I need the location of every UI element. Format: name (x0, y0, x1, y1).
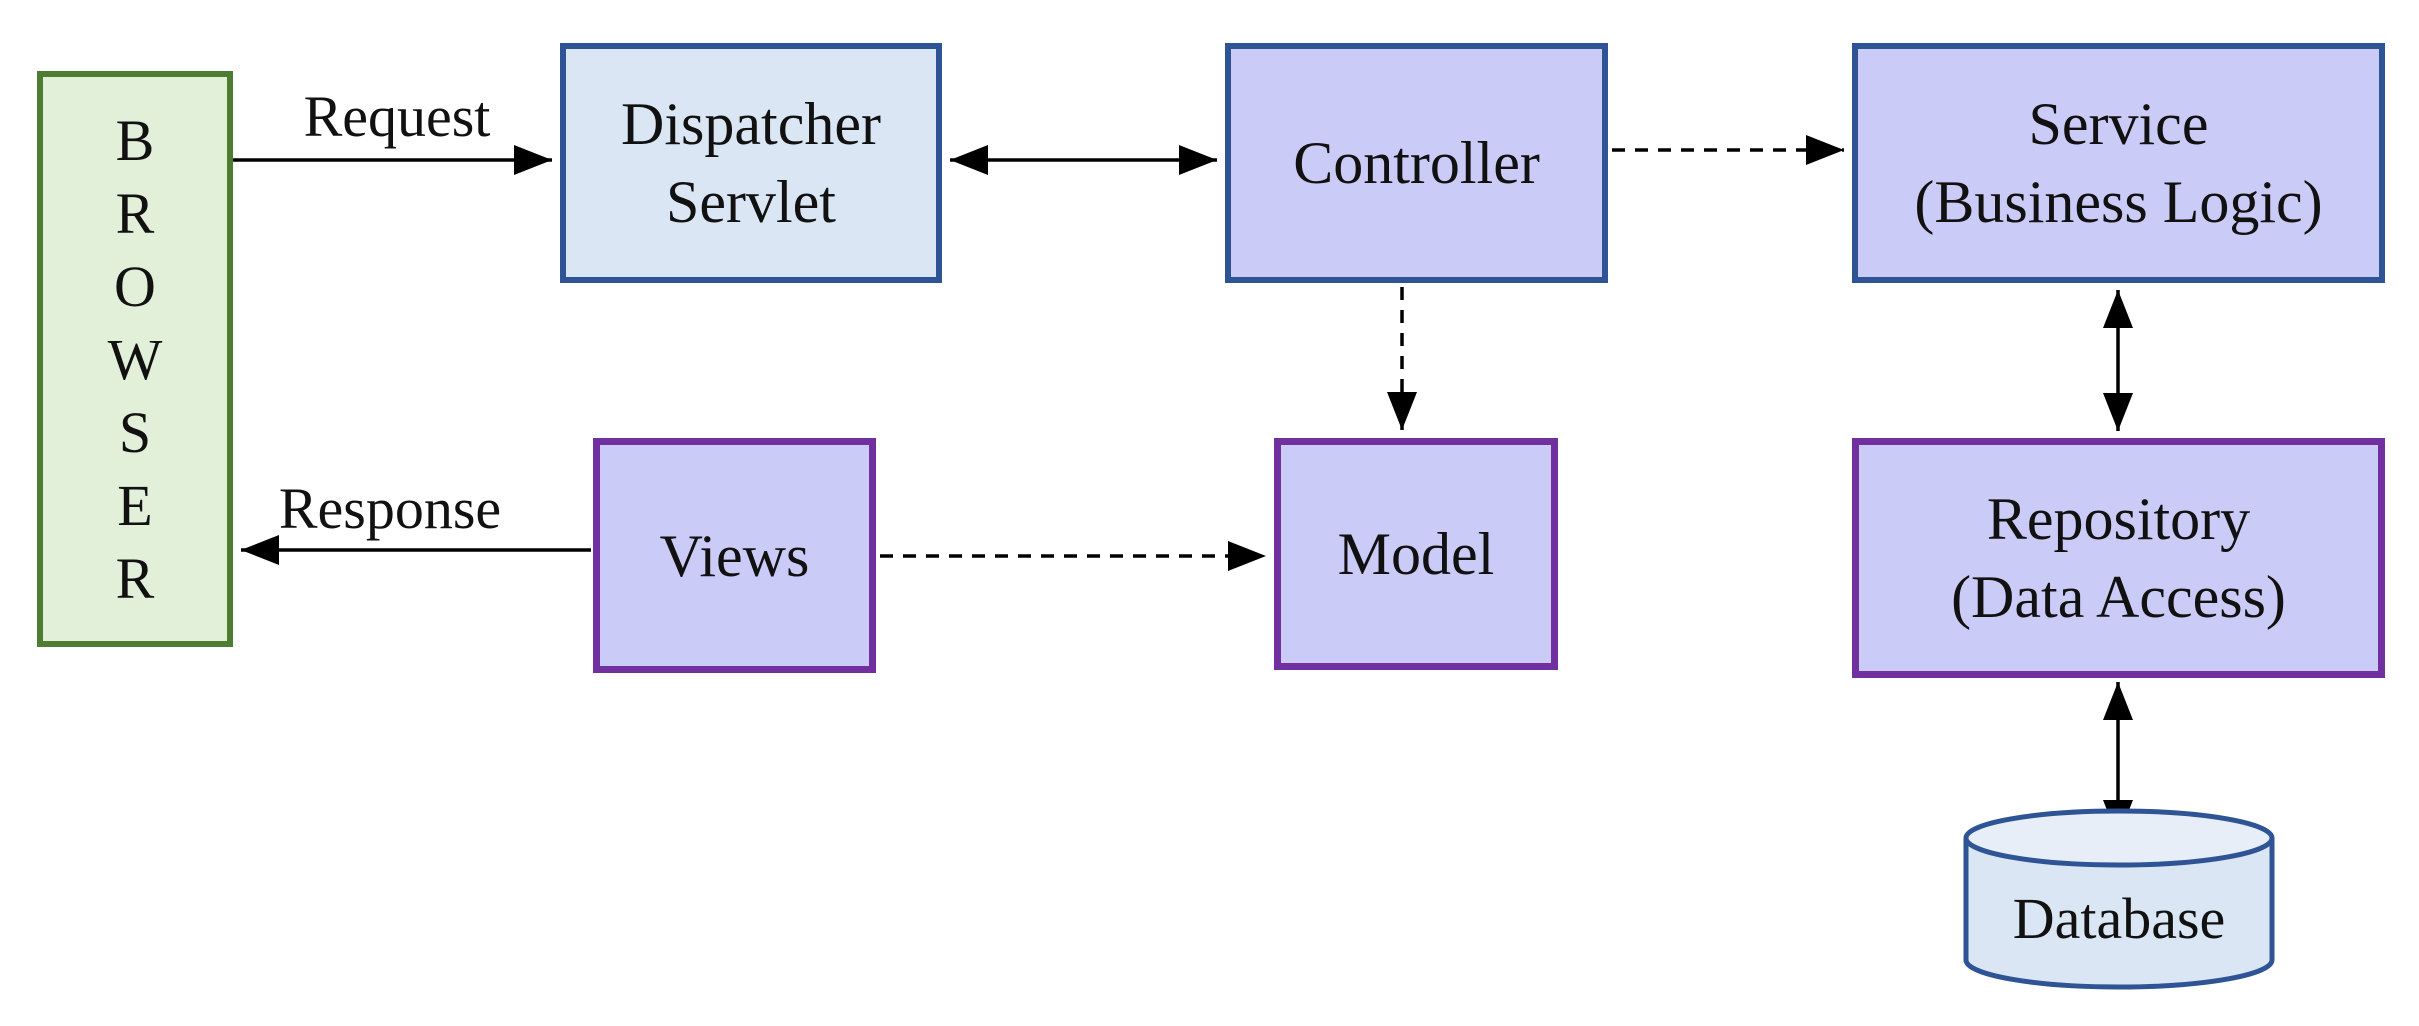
request-label-text: Request (303, 84, 491, 149)
node-database: Database (1960, 806, 2278, 994)
repository-label-line2: (Data Access) (1951, 564, 2286, 630)
database-cylinder-icon (1963, 808, 2275, 990)
edge-label-response: Response (230, 476, 550, 540)
views-label: Views (659, 522, 810, 589)
service-label-line2: (Business Logic) (1914, 169, 2323, 235)
node-dispatcher-servlet: Dispatcher Servlet (560, 43, 942, 283)
repository-label-line1: Repository (1986, 486, 2251, 552)
response-label-text: Response (278, 476, 502, 541)
node-model: Model (1274, 438, 1558, 670)
controller-label: Controller (1293, 130, 1540, 196)
service-label-line1: Service (2028, 91, 2209, 157)
node-views: Views (593, 438, 876, 673)
node-controller: Controller (1225, 43, 1608, 283)
model-label: Model (1337, 521, 1495, 587)
edge-label-request: Request (237, 84, 557, 148)
dispatcher-servlet-label-line1: Dispatcher (621, 91, 881, 157)
node-service: Service (Business Logic) (1852, 43, 2385, 283)
dispatcher-servlet-label-line2: Servlet (666, 169, 836, 235)
node-repository: Repository (Data Access) (1852, 438, 2385, 678)
database-label: Database (2012, 885, 2226, 951)
